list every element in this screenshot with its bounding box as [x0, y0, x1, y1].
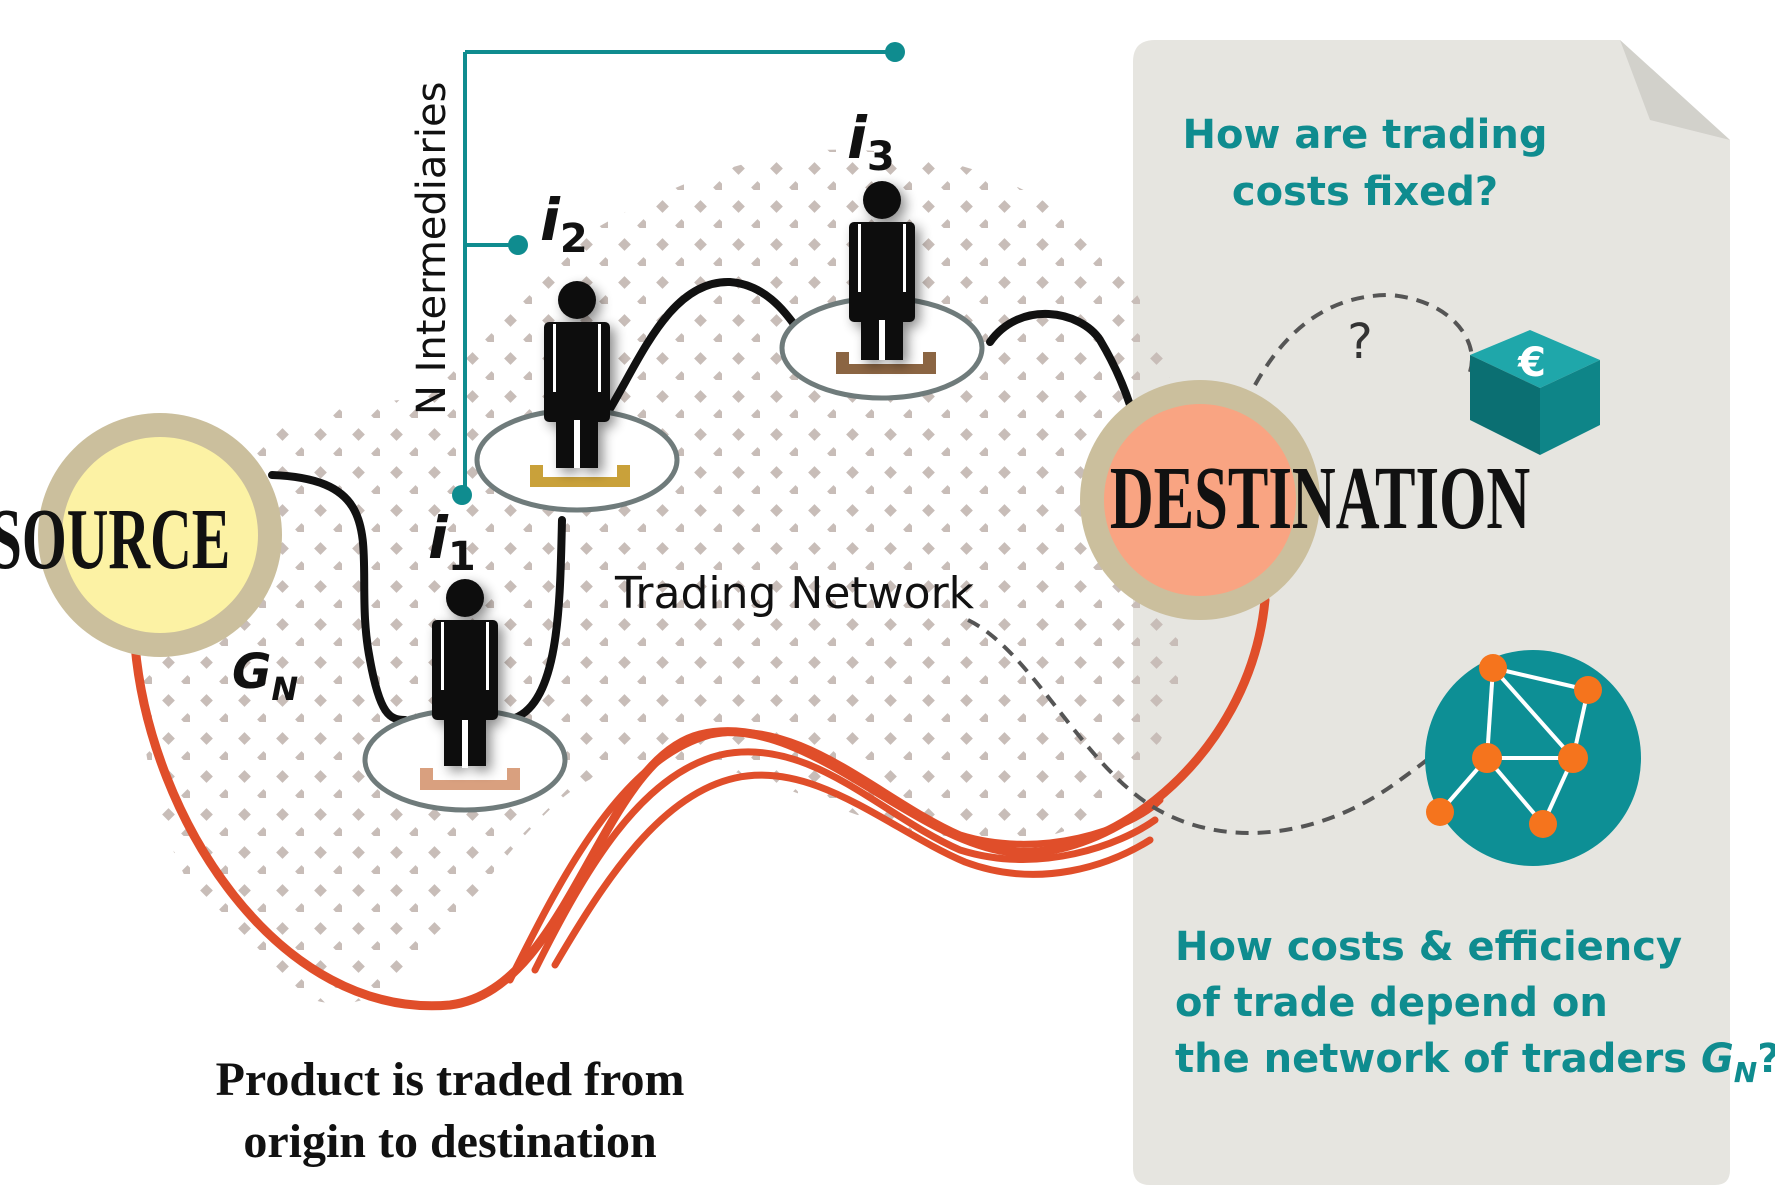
question2-line3: the network of traders GN? [1175, 1036, 1775, 1089]
source-node[interactable]: SOURCE [0, 413, 282, 657]
network-graph-icon[interactable] [1425, 650, 1641, 866]
dashed-links [967, 292, 1474, 835]
link-i1-i2 [511, 516, 566, 722]
link-i2-i3 [604, 277, 804, 416]
question1-line2: costs fixed? [1232, 169, 1498, 215]
bracket-dot-top [885, 42, 905, 62]
panel-folded-corner [1620, 40, 1730, 140]
intermediaries-axis-label: N Intermediaries [409, 82, 455, 415]
i2-label: i2 [540, 186, 588, 262]
caption-line-2: origin to destination [243, 1115, 656, 1168]
bracket-dot-bottom [452, 485, 472, 505]
intermediary-i2[interactable] [474, 281, 680, 513]
question2-line1: How costs & efficiency [1175, 924, 1682, 970]
currency-symbol: € [1517, 340, 1546, 386]
person-icon [849, 181, 915, 360]
product-flow [130, 595, 1270, 1011]
person-icon [432, 579, 498, 766]
question-panel [1133, 40, 1730, 1185]
destination-node[interactable]: DESTINATION [1080, 380, 1530, 620]
graph-symbol: GN [232, 644, 298, 708]
person-icon-highlight [553, 324, 601, 468]
link-source-i1 [268, 471, 409, 724]
flow-strand-3 [551, 771, 1154, 969]
person-icon-highlight [858, 224, 906, 360]
person-icon-highlight [441, 622, 489, 768]
i1-label: i1 [428, 504, 476, 580]
question1-line1: How are trading [1183, 112, 1548, 158]
trading-network-label: Trading Network [614, 568, 975, 619]
bracket-dot-mid [508, 235, 528, 255]
flow-strand-2 [531, 748, 1159, 974]
intermediary-i1[interactable] [362, 579, 568, 813]
caption-line-1: Product is traded from [216, 1053, 685, 1106]
link-i3-destination [986, 309, 1134, 409]
flow-strand-1 [506, 728, 1164, 984]
question2-line2: of trade depend on [1175, 980, 1608, 1026]
dashed-link-network [967, 618, 1447, 835]
destination-label: DESTINATION [1110, 447, 1530, 548]
source-label: SOURCE [0, 491, 230, 588]
dashed-link-cost [1253, 292, 1474, 386]
intermediaries-bracket [463, 50, 895, 490]
euro-cube-icon[interactable]: € [1470, 330, 1600, 455]
unknown-mark: ? [1347, 314, 1372, 370]
i3-label: i3 [847, 104, 895, 180]
trade-links [268, 277, 1134, 724]
intermediary-i3[interactable] [779, 181, 985, 401]
person-icon [544, 281, 610, 468]
